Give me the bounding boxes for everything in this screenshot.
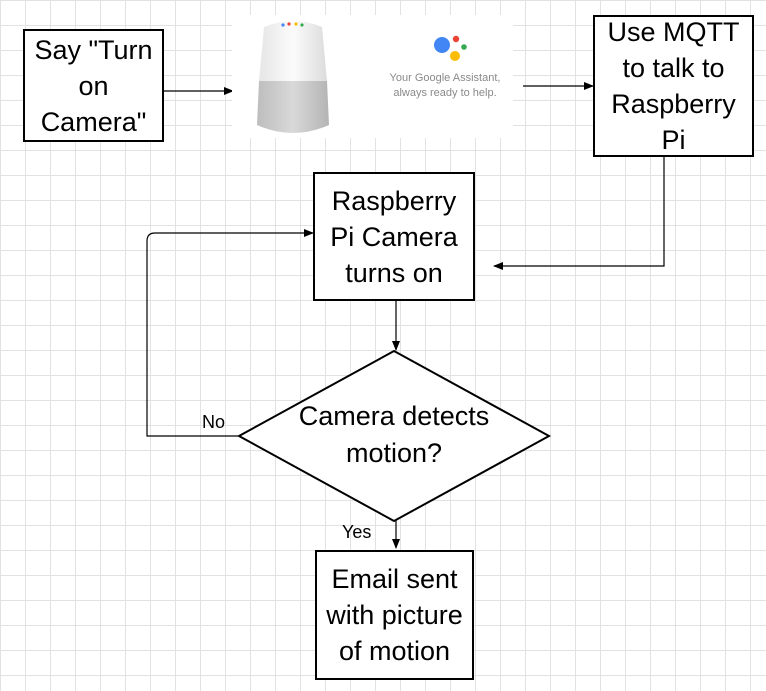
google-home-speaker-icon	[257, 21, 329, 133]
google-assistant-logo-icon	[434, 35, 467, 61]
decision-label: Camera detects motion?	[298, 401, 490, 468]
say-command-box: Say "Turn on Camera"	[23, 29, 164, 142]
assistant-tagline-line1: Your Google Assistant,	[389, 72, 501, 84]
yes-label: Yes	[342, 522, 372, 542]
email-text: Email sent with picture of motion	[326, 564, 463, 666]
mqtt-text: Use MQTT to talk to Raspberry Pi	[607, 17, 740, 155]
decision-text: Camera detects motion?	[260, 398, 528, 472]
google-assistant-image: Your Google Assistant, always ready to h…	[232, 15, 513, 138]
decision-diamond	[236, 349, 552, 523]
assistant-tagline: Your Google Assistant, always ready to h…	[380, 71, 510, 101]
mqtt-box: Use MQTT to talk to Raspberry Pi	[593, 15, 754, 157]
camera-on-text: Raspberry Pi Camera turns on	[330, 185, 458, 288]
camera-on-box: Raspberry Pi Camera turns on	[313, 172, 475, 301]
no-label: No	[202, 412, 226, 432]
say-command-text: Say "Turn on Camera"	[34, 34, 153, 137]
email-box: Email sent with picture of motion	[315, 550, 474, 680]
assistant-tagline-line2: always ready to help.	[393, 87, 497, 99]
arrow-no-loop	[146, 229, 314, 437]
arrow-mqtt-to-camera	[493, 156, 665, 270]
